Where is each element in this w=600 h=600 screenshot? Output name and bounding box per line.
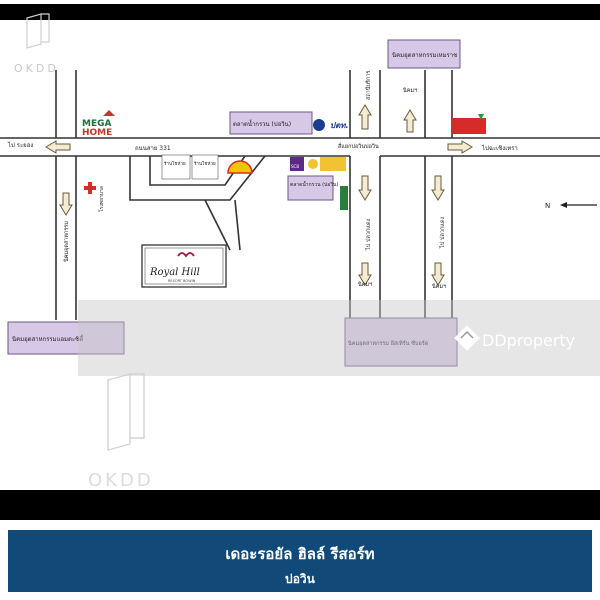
box-market-top-text: ตลาดน้ำกรวน (บ่อวิน) (233, 118, 291, 128)
arrow-up-mid (358, 104, 372, 130)
ptt-icon: ปตท. (313, 119, 349, 131)
arrow-left (45, 140, 71, 154)
megahome-text-2: HOME (82, 128, 112, 138)
royal-hill-sub: RESORT BOWIN (168, 279, 196, 283)
north-label: N (545, 202, 550, 210)
footer-banner: เดอะรอยัล ฮิลล์ รีสอร์ท บ่อวิน (8, 530, 592, 592)
box-top-right (387, 39, 461, 69)
shop-1-label: ร้านโชห่วย (164, 160, 186, 167)
box-market-mid-text: ตลาดน้ำกรวน (บ่อวิน) (290, 179, 338, 188)
road-to-left: ไป ระยอง (7, 141, 33, 149)
scb-icon: SCB (290, 157, 346, 171)
road-to-right: ไปฉะเชิงเทรา (481, 144, 518, 152)
shop-2-label: ร้านโชห่วย (194, 160, 216, 167)
box-bottom-left (7, 321, 125, 355)
box-bottom-right (344, 317, 458, 367)
ddproperty-band (78, 300, 600, 376)
road-km-a: นิคมฯ (402, 87, 417, 94)
arrow-down-right (431, 175, 445, 201)
shop-logo-icon (452, 114, 486, 134)
megahome-text-1: MEGA (82, 119, 111, 129)
bottom-black-bar (0, 490, 600, 520)
ddproperty-logo: DDproperty (454, 325, 575, 351)
arrow-right (447, 140, 473, 154)
road-to-down-1: ไป ปลวกแดง (365, 219, 372, 251)
royal-hill-text: Royal Hill (149, 267, 200, 278)
okdd-text-bottom: OKDD (88, 470, 154, 491)
direction-arrows (45, 104, 473, 286)
arrow-down-right-2 (431, 262, 445, 286)
hospital-cross-icon (84, 182, 96, 194)
box-market-mid (287, 175, 334, 201)
shell-icon (227, 160, 253, 174)
arrow-up-right (403, 109, 417, 133)
footer-subtitle: บ่อวิน (285, 572, 315, 586)
arrow-down-mid-2 (358, 262, 372, 286)
road-km-c: นิคมฯ (431, 283, 446, 290)
okdd-text-top: OKDD (14, 62, 59, 75)
okdd-watermark-top (26, 13, 50, 49)
arrow-down-mid (358, 175, 372, 201)
box-top-right-text: นิคมอุตสาหกรรมเหมราช (392, 52, 457, 59)
label-boxes (7, 39, 461, 367)
ddproperty-text: DDproperty (482, 331, 575, 350)
road-junction: สี่แยกบ่อวินบ่อวิน (337, 142, 379, 150)
okdd-watermark-bottom (107, 373, 145, 451)
north-arrow: N (545, 202, 597, 210)
road-km-b: นิคมฯ (357, 281, 372, 288)
footer-title: เดอะรอยัล ฮิลล์ รีสอร์ท (225, 545, 375, 563)
road-to-down-2: ไป ปลวกแดง (439, 217, 446, 249)
road-left-down: นิคมอุตสาหกรรม (63, 221, 70, 263)
royal-hill-logo: Royal Hill RESORT BOWIN (141, 244, 227, 288)
ptt-text: ปตท. (330, 121, 349, 130)
road-main-label: ถนนสาย 331 (135, 145, 171, 152)
top-black-bar (0, 4, 600, 20)
hospital-label: โรงพยาบาล (98, 186, 105, 212)
road-north: สถานีบริการ (365, 71, 372, 100)
arrow-down-left (59, 192, 73, 216)
box-market-top (229, 111, 313, 135)
shop-boxes: ร้านโชห่วย ร้านโชห่วย (161, 154, 219, 180)
green-sign-icon (340, 186, 348, 210)
megahome-logo: MEGA HOME (82, 110, 115, 138)
box-bottom-right-text: นิคมอุตสาหกรรม อีสเทิร์น ซีบอร์ด (347, 340, 428, 347)
box-bottom-left-text: นิคมอุตสาหกรรมแอมตะซิตี้ (12, 333, 84, 343)
scb-text: SCB (291, 164, 299, 169)
